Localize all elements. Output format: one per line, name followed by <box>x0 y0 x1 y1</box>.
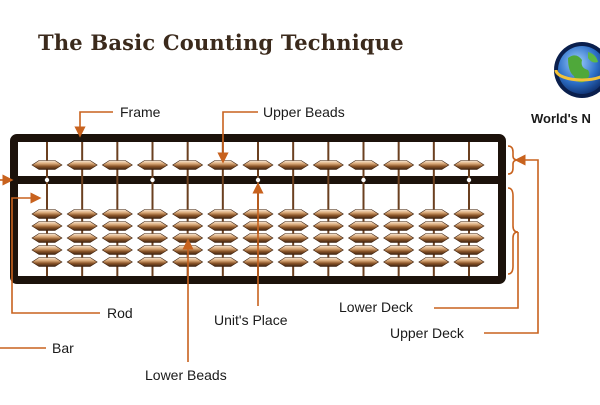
lower-bead <box>453 245 485 255</box>
lower-bead <box>207 233 239 243</box>
upper-bead <box>418 160 450 170</box>
lower-bead <box>312 233 344 243</box>
lower-bead <box>136 209 169 219</box>
label-lower-deck: Lower Deck <box>339 299 413 315</box>
lower-bead <box>101 257 133 267</box>
lower-bead <box>418 257 450 267</box>
lower-bead <box>66 257 98 267</box>
lower-bead <box>207 221 239 231</box>
lower-bead <box>347 245 380 255</box>
upper-bead <box>172 160 204 170</box>
upper-bead <box>31 160 63 170</box>
lower-bead <box>101 233 133 243</box>
lower-bead <box>136 221 169 231</box>
label-frame: Frame <box>120 104 161 120</box>
upper-beads-leader <box>217 111 258 164</box>
lower-bead <box>172 221 204 231</box>
lower-bead <box>101 209 133 219</box>
lower-bead <box>347 257 380 267</box>
lower-bead <box>172 233 204 243</box>
lower-bead <box>453 233 485 243</box>
rod-leader <box>11 192 100 314</box>
upper-bead <box>207 160 239 170</box>
lower-deck-bracket <box>507 187 519 275</box>
lower-bead <box>277 245 309 255</box>
lower-bead <box>277 221 309 231</box>
lower-bead <box>136 257 169 267</box>
lower-bead <box>418 245 450 255</box>
unit-marker-dot <box>150 177 155 183</box>
label-unit-place: Unit's Place <box>214 312 288 328</box>
page-title: The Basic Counting Technique <box>38 30 404 55</box>
lower-bead <box>66 233 98 243</box>
lower-bead <box>277 209 309 219</box>
unit-marker-dot <box>466 177 472 183</box>
lower-bead <box>453 221 485 231</box>
brand-name: World's N <box>531 111 591 126</box>
lower-bead <box>383 221 415 231</box>
upper-bead <box>101 160 133 170</box>
lower-bead <box>312 245 344 255</box>
upper-bead <box>453 160 485 170</box>
upper-deck-leader <box>484 154 539 334</box>
lower-bead <box>383 245 415 255</box>
label-rod: Rod <box>107 305 133 321</box>
lower-bead <box>172 209 204 219</box>
lower-bead <box>418 209 450 219</box>
lower-bead <box>66 221 98 231</box>
lower-bead <box>207 245 239 255</box>
lower-bead <box>101 221 133 231</box>
lower-bead <box>453 209 485 219</box>
lower-deck-leader <box>434 232 519 309</box>
lower-bead <box>418 233 450 243</box>
lower-bead <box>383 233 415 243</box>
upper-bead <box>136 160 169 170</box>
lower-bead <box>312 257 344 267</box>
unit-marker-dot <box>255 177 261 183</box>
lower-bead <box>418 221 450 231</box>
lower-bead <box>101 245 133 255</box>
lower-bead <box>347 221 380 231</box>
label-upper-deck: Upper Deck <box>390 325 464 341</box>
lower-bead <box>312 209 344 219</box>
lower-bead <box>383 209 415 219</box>
lower-bead <box>277 233 309 243</box>
frame-leader <box>74 111 113 138</box>
upper-bead <box>312 160 344 170</box>
unit-marker-dot <box>44 177 50 183</box>
label-upper-beads: Upper Beads <box>263 104 345 120</box>
label-lower-beads: Lower Beads <box>145 367 227 383</box>
upper-bead <box>347 160 380 170</box>
globe-icon <box>554 42 600 98</box>
lower-bead <box>31 209 63 219</box>
lower-bead <box>312 221 344 231</box>
label-bar: Bar <box>52 340 74 356</box>
lower-bead <box>347 209 380 219</box>
unit-marker-dot <box>361 177 366 183</box>
lower-bead <box>66 209 98 219</box>
lower-bead <box>136 233 169 243</box>
lower-bead <box>31 221 63 231</box>
lower-bead <box>383 257 415 267</box>
lower-bead <box>136 245 169 255</box>
upper-bead <box>383 160 415 170</box>
lower-bead <box>453 257 485 267</box>
upper-bead <box>242 160 274 170</box>
lower-bead <box>31 245 63 255</box>
beads-group <box>31 160 485 267</box>
upper-deck-bracket <box>507 145 519 175</box>
lower-bead <box>207 209 239 219</box>
upper-bead <box>277 160 309 170</box>
lower-bead <box>66 245 98 255</box>
upper-bead <box>66 160 98 170</box>
lower-bead <box>277 257 309 267</box>
lower-bead <box>31 233 63 243</box>
lower-bead <box>347 233 380 243</box>
lower-bead <box>207 257 239 267</box>
lower-bead <box>31 257 63 267</box>
